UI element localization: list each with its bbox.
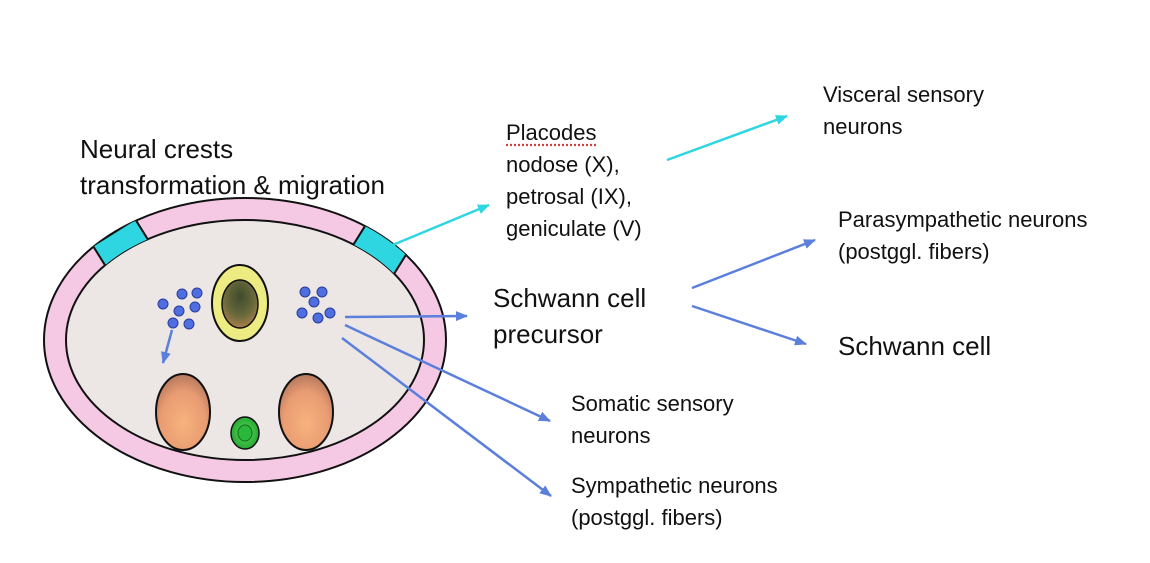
visceral-line-1: Visceral sensory bbox=[823, 82, 984, 107]
placodes-line-2: petrosal (IX), bbox=[506, 184, 632, 209]
somatic-sensory-label: Somatic sensory neurons bbox=[571, 388, 734, 452]
cell-cluster-left bbox=[157, 287, 203, 330]
placodes-label: Placodes nodose (X), petrosal (IX), geni… bbox=[506, 117, 642, 245]
arrow-to-schwann-cell bbox=[691, 304, 807, 346]
placodes-line-1: nodose (X), bbox=[506, 152, 620, 177]
parasympathetic-line-2: (postggl. fibers) bbox=[838, 239, 990, 264]
parasympathetic-line-1: Parasympathetic neurons bbox=[838, 207, 1088, 232]
somite-left bbox=[155, 373, 211, 451]
cell-cluster-right bbox=[296, 286, 336, 324]
parasympathetic-label: Parasympathetic neurons (postggl. fibers… bbox=[838, 204, 1087, 268]
arrow-to-schwann-precursor bbox=[344, 311, 468, 322]
schwann-precursor-line-2: precursor bbox=[493, 319, 603, 349]
green-cell-core bbox=[237, 424, 253, 442]
placodes-heading: Placodes bbox=[506, 120, 597, 145]
schwann-precursor-label: Schwann cell precursor bbox=[493, 280, 646, 352]
arrow-to-somatic bbox=[344, 323, 551, 423]
arrow-to-visceral bbox=[666, 114, 788, 162]
title-line-2: transformation & migration bbox=[80, 170, 385, 200]
sympathetic-line-2: (postggl. fibers) bbox=[571, 505, 723, 530]
arrow-to-placodes bbox=[382, 203, 490, 251]
somatic-line-2: neurons bbox=[571, 423, 651, 448]
visceral-line-2: neurons bbox=[823, 114, 903, 139]
schwann-precursor-line-1: Schwann cell bbox=[493, 283, 647, 313]
arrow-cluster-down bbox=[161, 329, 174, 364]
arrow-to-parasympathetic bbox=[691, 238, 816, 290]
sympathetic-label: Sympathetic neurons (postggl. fibers) bbox=[571, 470, 778, 534]
visceral-sensory-label: Visceral sensory neurons bbox=[823, 79, 984, 143]
schwann-cell-label: Schwann cell bbox=[838, 331, 992, 361]
arrow-to-sympathetic bbox=[341, 337, 552, 497]
sympathetic-line-1: Sympathetic neurons bbox=[571, 473, 778, 498]
title-line-1: Neural crests bbox=[80, 134, 234, 164]
somite-right bbox=[278, 373, 334, 451]
somatic-line-1: Somatic sensory bbox=[571, 391, 734, 416]
neural-tube-core bbox=[221, 279, 259, 329]
diagram-title: Neural crests transformation & migration bbox=[80, 131, 385, 203]
placodes-line-3: geniculate (V) bbox=[506, 216, 642, 241]
